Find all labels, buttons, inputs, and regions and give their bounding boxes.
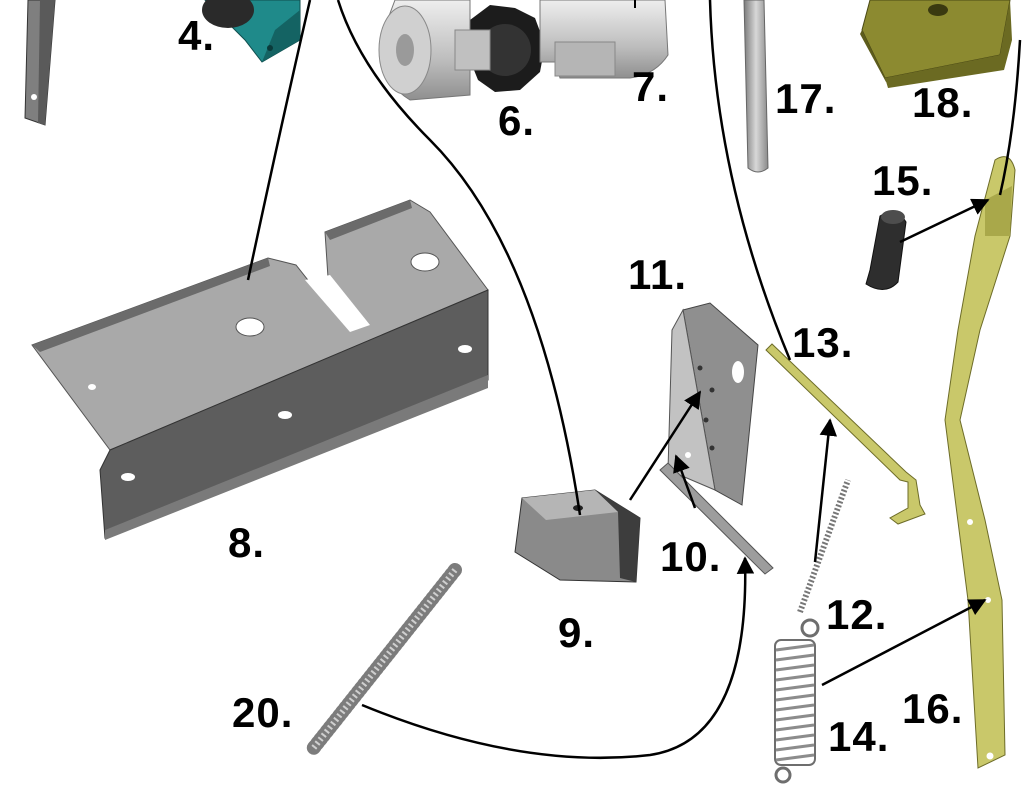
callout-4: 4. — [178, 12, 216, 59]
part-13-latch-rod — [765, 343, 926, 525]
leader-10-to-plate — [673, 454, 697, 509]
part-7-coupling — [539, 0, 669, 79]
part-14-spring — [774, 618, 820, 784]
callout-6: 6. — [498, 97, 536, 144]
callout-16: 16. — [902, 685, 964, 732]
part-17-rod — [743, 0, 769, 173]
leader-6-to-9 — [336, 0, 582, 516]
part-20-spring — [305, 563, 462, 757]
leader-lines — [246, 0, 1022, 760]
leader-15-to-16 — [899, 198, 990, 244]
callout-17: 17. — [775, 75, 837, 122]
part-12-spring — [797, 478, 851, 614]
part-15-pin — [865, 210, 907, 290]
callout-13: 13. — [792, 319, 854, 366]
part-4-teal-bearing — [202, 0, 301, 63]
callout-14: 14. — [828, 713, 890, 760]
callout-15: 15. — [872, 157, 934, 204]
leader-18-to-16 — [998, 39, 1022, 196]
leader-12-to-13 — [813, 418, 838, 563]
part-8-angle-bracket — [31, 199, 489, 540]
callout-8: 8. — [228, 519, 266, 566]
callout-7: 7. — [632, 63, 670, 110]
part-9-block — [514, 489, 641, 583]
leader-4-to-8 — [246, 0, 312, 281]
leader-20-to-10 — [361, 556, 755, 760]
callout-20: 20. — [232, 689, 294, 736]
part-16-lever — [944, 156, 1016, 769]
part-11-plate — [667, 302, 759, 506]
left-bar-part — [24, 0, 56, 126]
callout-10: 10. — [660, 533, 722, 580]
callout-11: 11. — [628, 251, 688, 298]
callout-9: 9. — [558, 609, 596, 656]
callout-12: 12. — [826, 591, 888, 638]
part-18-olive-block — [860, 0, 1012, 88]
leader-14-to-16 — [821, 598, 987, 687]
callout-18: 18. — [912, 79, 974, 126]
leader-17-to-13 — [708, 0, 792, 361]
leader-9-to-11 — [628, 390, 702, 501]
coupling-cylinder-part — [378, 0, 491, 101]
